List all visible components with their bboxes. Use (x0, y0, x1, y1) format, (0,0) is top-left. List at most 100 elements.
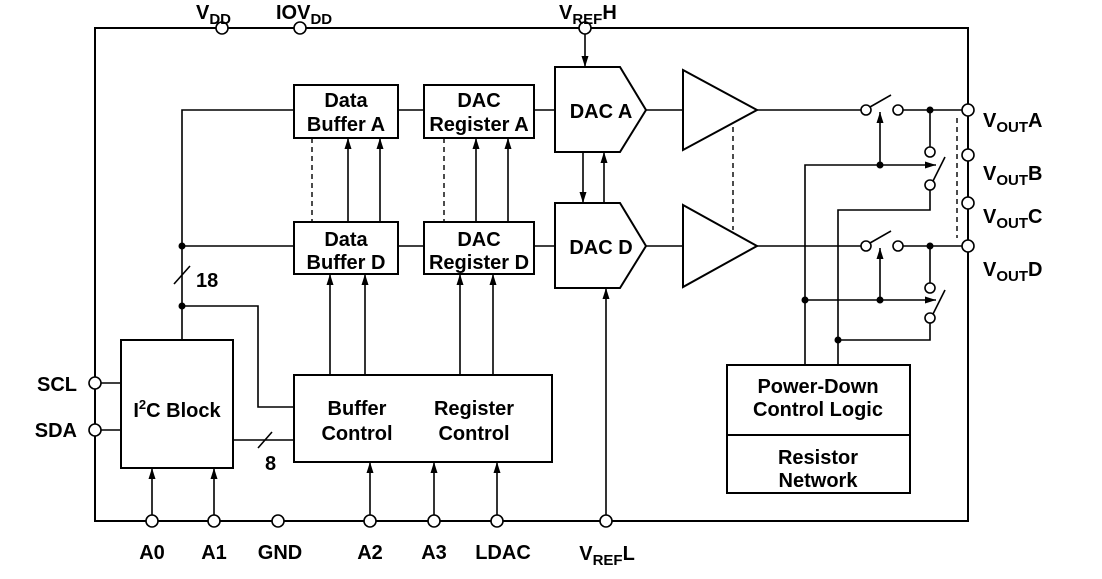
vref-h-label-main: V (559, 2, 573, 24)
chip-outline (94, 27, 969, 522)
a1-pin (207, 514, 221, 528)
junction-dot (834, 336, 842, 344)
vdd-pin (215, 21, 229, 35)
vout-a-label-sub: OUT (996, 119, 1028, 136)
vout-c-label: VOUTC (983, 206, 1042, 232)
switch-contact (924, 282, 936, 294)
dac-register-d-line1: DAC (457, 229, 500, 251)
bus-line-to-buffer-control (182, 305, 294, 408)
vout-b-label: VOUTB (983, 163, 1042, 189)
dac-d-label: DAC D (569, 237, 632, 259)
bus-width-slash-8 (257, 431, 273, 449)
vout-d-label: VOUTD (983, 259, 1042, 285)
data-buffer-d-block (293, 221, 399, 275)
sda-pin (88, 423, 102, 437)
switch-contact (924, 179, 936, 191)
vout-a-label-suffix: A (1028, 110, 1042, 132)
i2c-block-label: I2C Block (133, 397, 221, 422)
register-control-line2: Control (438, 423, 509, 445)
vref-h-label-sub: REF (572, 11, 602, 28)
output-switch-d-blade (869, 230, 892, 244)
pd-switch-a-blade (932, 156, 946, 182)
power-down-line2: Control Logic (753, 399, 883, 421)
vout-b-label-sub: OUT (996, 172, 1028, 189)
vout-c-label-main: V (983, 206, 997, 228)
vref-l-label-main: V (579, 543, 593, 565)
data-buffer-d-line2: Buffer D (307, 252, 386, 274)
iovdd-label: IOVDD (276, 2, 332, 28)
a2-label: A2 (357, 542, 383, 564)
buffer-control-line2: Control (321, 423, 392, 445)
a3-pin (427, 514, 441, 528)
sda-label: SDA (35, 420, 77, 442)
vout-c-label-sub: OUT (996, 215, 1028, 232)
vout-b-label-main: V (983, 163, 997, 185)
ldac-label: LDAC (475, 542, 531, 564)
power-down-control-line-a (804, 161, 936, 365)
vout-c-label-suffix: C (1028, 206, 1042, 228)
resistor-line-a (837, 190, 931, 365)
pd-switch-d-blade (932, 289, 946, 315)
i2c-block-label-main: I (133, 400, 139, 422)
vout-a-label-main: V (983, 110, 997, 132)
resistor-line-d (838, 323, 931, 341)
switch-contact (892, 104, 904, 116)
dac-a-label: DAC A (570, 101, 633, 123)
a0-pin (145, 514, 159, 528)
gnd-label: GND (258, 542, 302, 564)
switch-contact (892, 240, 904, 252)
switch-contact (860, 104, 872, 116)
amplifier-d (682, 203, 760, 289)
data-buffer-a-line2: Buffer A (307, 114, 385, 136)
i2c-block-label-sup: 2 (139, 397, 146, 412)
vout-d-label-main: V (983, 259, 997, 281)
vdd-label-sub: DD (209, 11, 231, 28)
dac-d-block (554, 202, 648, 289)
power-down-line1: Power-Down (757, 376, 878, 398)
buffer-control-line1: Buffer (328, 398, 387, 420)
vref-l-label-suffix: L (623, 543, 635, 565)
a3-label: A3 (421, 542, 447, 564)
data-buffer-d-line1: Data (324, 229, 368, 251)
iovdd-label-sub: DD (310, 11, 332, 28)
register-control-line1: Register (434, 398, 514, 420)
vout-d-label-sub: OUT (996, 268, 1028, 285)
scl-label: SCL (37, 374, 77, 396)
vdd-label-main: V (196, 2, 210, 24)
vdd-label: VDD (196, 2, 231, 28)
bus-width-18-label: 18 (196, 270, 218, 292)
amplifier-a (682, 68, 760, 152)
dac-a-block (554, 66, 648, 153)
dac-register-d-block (423, 221, 535, 275)
i2c-block-label-suffix: C Block (146, 400, 221, 422)
a0-label: A0 (139, 542, 165, 564)
vref-l-pin (599, 514, 613, 528)
resistor-network-line1: Resistor (778, 447, 858, 469)
vref-h-label: VREFH (559, 2, 617, 28)
a1-label: A1 (201, 542, 227, 564)
data-buffer-a-line1: Data (324, 90, 368, 112)
vref-h-pin (578, 21, 592, 35)
vref-h-label-suffix: H (602, 2, 616, 24)
switch-contact (860, 240, 872, 252)
bus-line-to-buffer-a (181, 109, 294, 340)
scl-pin (88, 376, 102, 390)
junction-dot (178, 242, 186, 250)
gnd-pin (271, 514, 285, 528)
resistor-network-block (726, 434, 911, 494)
vout-d-pin (961, 239, 975, 253)
switch-contact (924, 146, 936, 158)
ldac-pin (490, 514, 504, 528)
output-switch-a-blade (869, 94, 892, 108)
dac-register-a-line1: DAC (457, 90, 500, 112)
iovdd-pin (293, 21, 307, 35)
